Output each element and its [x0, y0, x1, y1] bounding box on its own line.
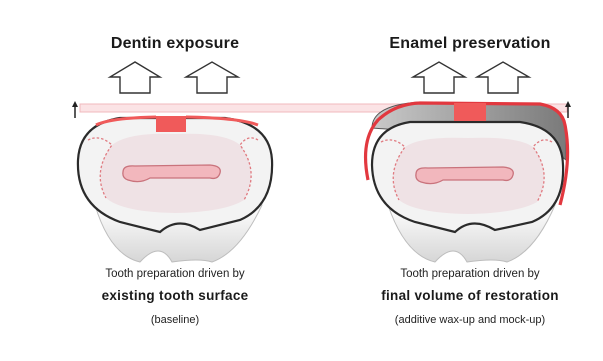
right-caption-line2: final volume of restoration: [345, 288, 595, 303]
up-arrow-left-1-icon: [110, 62, 160, 93]
left-caption-line3: (baseline): [60, 314, 290, 326]
left-tooth: [78, 116, 272, 262]
left-panel-title: Dentin exposure: [60, 35, 290, 53]
right-caption-line3: (additive wax-up and mock-up): [345, 314, 595, 326]
right-caption-line1: Tooth preparation driven by: [355, 268, 585, 280]
up-arrow-right-1-icon: [413, 62, 465, 93]
up-arrow-left-2-icon: [186, 62, 238, 93]
left-preparation-zone: [156, 116, 186, 132]
right-preparation-zone: [454, 103, 486, 121]
right-panel-title: Enamel preservation: [355, 35, 585, 53]
left-caption-line1: Tooth preparation driven by: [60, 268, 290, 280]
left-caption-line2: existing tooth surface: [55, 288, 295, 303]
reference-marker-left-icon: [72, 101, 78, 118]
up-arrow-right-2-icon: [477, 62, 529, 93]
right-tooth: [366, 102, 568, 262]
